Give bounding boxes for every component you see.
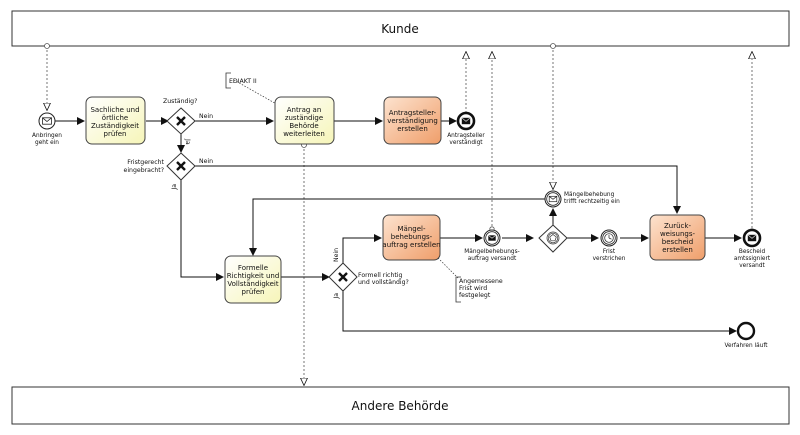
- event-label-line: Antragsteller: [447, 133, 485, 139]
- gateway-formell-label-line1: Formell richtig: [358, 272, 403, 279]
- task-label-line: örtliche: [102, 114, 128, 122]
- event-label-line: geht ein: [35, 140, 59, 146]
- x-icon: [176, 161, 186, 171]
- pool-kunde: Kunde: [11, 10, 790, 47]
- task-zustaendigkeit-pruefen[interactable]: Sachliche und örtliche Zuständigkeit prü…: [85, 96, 146, 145]
- task-label-line: auftrag erstellen: [382, 241, 440, 249]
- gateway-formell[interactable]: Formell richtig und vollständig?: [328, 262, 409, 292]
- event-label-line: versandt: [739, 263, 765, 269]
- envelope-filled-icon: [747, 234, 757, 242]
- task-label-line: erstellen: [662, 246, 693, 254]
- task-zurueckweisungsbescheid[interactable]: Zurück- weisungs- bescheid erstellen: [649, 214, 706, 261]
- gateway-formell-label-line2: und vollständig?: [358, 279, 409, 286]
- pool-andere-behoerde: Andere Behörde: [11, 386, 790, 425]
- annotation-frist-line3: festgelegt: [459, 292, 491, 299]
- task-antrag-weiterleiten[interactable]: Antrag an zuständige Behörde weiterleite…: [274, 96, 335, 145]
- annotation-frist-line2: Frist wird: [459, 285, 487, 292]
- task-label-line: Sachliche und: [90, 106, 139, 114]
- event-label-line: verstrichen: [593, 256, 626, 262]
- task-label-line: Formelle: [238, 264, 268, 272]
- end-event-antragsteller-verstaendigt[interactable]: Antragsteller verständigt: [447, 111, 485, 146]
- message-flows: [47, 46, 752, 385]
- envelope-filled-icon: [488, 235, 496, 241]
- sequence-flows: [55, 117, 742, 335]
- task-formelle-pruefung[interactable]: Formelle Richtigkeit und Vollständigkeit…: [224, 255, 282, 304]
- flow-gw3-nein: [342, 234, 382, 263]
- x-icon: [338, 272, 348, 282]
- event-label-line: Anbringen: [32, 133, 62, 139]
- gateway-fristgerecht-label-line2: eingebracht?: [124, 167, 164, 174]
- task-label-line: verständigung: [387, 117, 438, 125]
- gateway-fristgerecht-label-line1: Fristgerecht: [127, 159, 164, 166]
- flow-label-nein-2: Nein: [199, 158, 213, 165]
- event-label-line: Mängelbehebung: [564, 192, 615, 198]
- pool-kunde-label: Kunde: [381, 22, 418, 36]
- task-label-line: behebungs-: [391, 233, 433, 241]
- timer-event-frist-verstrichen[interactable]: Frist verstrichen: [593, 229, 626, 262]
- flow-label-nein-1: Nein: [199, 113, 213, 120]
- task-label-line: Richtigkeit und: [227, 272, 280, 280]
- task-label-line: prüfen: [242, 288, 265, 296]
- event-label-line: Mängelbehebungs-: [464, 249, 519, 255]
- envelope-icon: [548, 195, 558, 203]
- task-maengelbehebungsauftrag[interactable]: Mängel- behebungs- auftrag erstellen: [382, 214, 441, 261]
- flow-label-ja-2: Ja: [171, 184, 178, 191]
- task-antragsteller-verstaendigung[interactable]: Antragsteller- verständigung erstellen: [383, 96, 442, 145]
- clock-icon: [604, 233, 614, 243]
- end-event-verfahren-laeuft[interactable]: Verfahren läuft: [724, 321, 768, 349]
- task-label-line: Zurück-: [664, 222, 691, 230]
- x-icon: [176, 116, 186, 126]
- event-label-line: Frist: [603, 249, 616, 255]
- gateway-zustaendig[interactable]: Zuständig?: [163, 98, 197, 135]
- task-label-line: weiterleiten: [283, 130, 325, 138]
- flow-label-ja-1: Ja: [184, 138, 191, 145]
- event-label-line: Bescheid: [739, 249, 766, 255]
- task-label-line: erstellen: [397, 125, 428, 133]
- flow-back-to-formell: [249, 198, 545, 256]
- gateway-zustaendig-label: Zuständig?: [163, 98, 197, 105]
- task-label-line: Zuständigkeit: [91, 122, 139, 130]
- pool-andere-behoerde-label: Andere Behörde: [352, 399, 449, 413]
- task-label-line: Vollständigkeit: [227, 280, 278, 288]
- gateway-event-based[interactable]: [538, 224, 568, 253]
- event-label-line: verständigt: [449, 140, 483, 146]
- event-label-line: amtssigniert: [734, 256, 771, 262]
- task-label-line: Behörde: [289, 122, 318, 130]
- event-label: Verfahren läuft: [724, 343, 768, 349]
- annotation-frist: Angemessene Frist wird festgelegt: [437, 257, 503, 303]
- end-event-bescheid-versandt[interactable]: Bescheid amtssigniert versandt: [734, 228, 771, 269]
- intermediate-event-maengelbehebung-trifft-ein[interactable]: Mängelbehebung trifft rechtzeitig ein: [544, 190, 620, 208]
- envelope-icon: [42, 117, 52, 125]
- flow-label-ja-3: Ja: [333, 293, 340, 300]
- task-label-line: Mängel-: [398, 225, 426, 233]
- intermediate-event-maengelauftrag-versandt[interactable]: Mängelbehebungs- auftrag versandt: [464, 229, 520, 262]
- envelope-filled-icon: [461, 117, 471, 125]
- pentagon-icon: [549, 234, 557, 242]
- task-label-line: prüfen: [104, 130, 127, 138]
- flow-gw2-ja: [180, 180, 224, 281]
- annotation-frist-line1: Angemessene: [459, 278, 503, 285]
- start-event-anbringen[interactable]: Anbringen geht ein: [32, 112, 62, 146]
- event-label-line: auftrag versandt: [468, 256, 517, 262]
- annotation-ediakt-text: EDIAKT II: [229, 78, 257, 85]
- task-label-line: weisungs-: [660, 230, 696, 238]
- task-label-line: Antrag an: [287, 106, 322, 114]
- task-label-line: zuständige: [285, 114, 323, 122]
- event-label-line: trifft rechtzeitig ein: [564, 199, 620, 205]
- flow-gw2-nein: [195, 165, 681, 214]
- annotation-ediakt: EDIAKT II: [225, 72, 281, 107]
- task-label-line: bescheid: [662, 238, 693, 246]
- flow-gw3-ja: [342, 291, 737, 335]
- flow-label-nein-3: Nein: [333, 248, 340, 262]
- task-label-line: Antragsteller-: [389, 109, 437, 117]
- gateway-fristgerecht[interactable]: Fristgerecht eingebracht?: [124, 152, 196, 181]
